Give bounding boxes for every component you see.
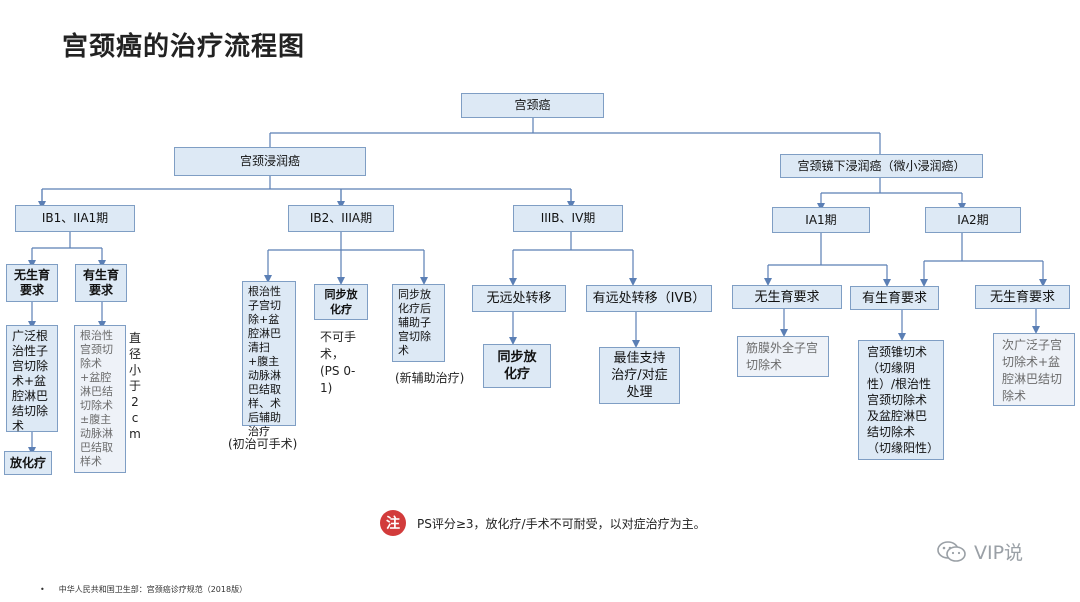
node-no-fertility-ia1: 无生育要求 <box>732 285 842 309</box>
watermark: VIP说 <box>936 538 1023 565</box>
node-radical-hysterectomy-lymph: 根治性子宫切除+盆腔淋巴清扫+腹主动脉淋巴结取样、术后辅助治疗 <box>242 281 296 438</box>
node-invasive: 宫颈浸润癌 <box>174 147 366 176</box>
node-conization: 宫颈锥切术（切缘阴性）/根治性宫颈切除术及盆腔淋巴结切除术（切缘阳性） <box>858 340 944 460</box>
node-fertility-ia: 有生育要求 <box>850 286 939 310</box>
node-radical-trachelectomy: 根治性宫颈切除术+盆腔淋巴结切除术±腹主动脉淋巴结取样术 <box>74 325 126 473</box>
note-inoperable: 不可手术，(PS 0-1) <box>320 330 357 395</box>
node-stage-ib2: IB2、IIIA期 <box>288 205 394 232</box>
node-stage-ia2: IA2期 <box>925 207 1021 233</box>
node-best-supportive-care: 最佳支持治疗/对症处理 <box>599 347 680 404</box>
footer-text: 中华人民共和国卫生部：宫颈癌诊疗规范（2018版） <box>58 585 248 594</box>
note-neoadjuvant: (新辅助治疗) <box>395 371 465 385</box>
node-cervical-cancer: 宫颈癌 <box>461 93 604 118</box>
node-subradical-hysterectomy: 次广泛子宫切除术+盆腔淋巴结切除术 <box>993 333 1075 406</box>
note-icon: 注 <box>380 510 406 536</box>
node-distant-mets: 有远处转移（IVB） <box>586 285 712 312</box>
node-chemoradiation-ib1: 放化疗 <box>4 451 52 475</box>
node-concurrent-chemoradiation-iiib: 同步放化疗 <box>483 344 551 388</box>
ps-note-text: PS评分≥3，放化疗/手术不可耐受，以对症治疗为主。 <box>417 517 706 531</box>
node-stage-iiib: IIIB、IV期 <box>513 205 623 232</box>
node-no-distant-mets: 无远处转移 <box>472 285 566 312</box>
node-fertility-ib1: 有生育要求 <box>75 264 127 302</box>
node-concurrent-chemoradiation-ib2: 同步放化疗 <box>314 284 368 320</box>
node-microinvasive: 宫颈镜下浸润癌（微小浸润癌） <box>780 154 983 178</box>
watermark-text: VIP说 <box>974 542 1024 564</box>
node-neoadjuvant-hysterectomy: 同步放化疗后辅助子宫切除术 <box>392 284 445 362</box>
node-extrafascial-hysterectomy: 筋膜外全子宫切除术 <box>737 336 829 377</box>
bullet-icon: • <box>40 585 45 594</box>
size-note: 直径小于2cm <box>128 331 141 441</box>
page-title: 宫颈癌的治疗流程图 <box>62 32 306 62</box>
note-initial-operable: (初治可手术) <box>228 437 298 451</box>
wechat-icon <box>936 540 968 564</box>
node-no-fertility-ib1: 无生育要求 <box>6 264 58 302</box>
node-stage-ib1: IB1、IIA1期 <box>15 205 135 232</box>
node-radical-hysterectomy: 广泛根治性子宫切除术+盆腔淋巴结切除术 <box>6 325 58 433</box>
footer-citation: • 中华人民共和国卫生部：宫颈癌诊疗规范（2018版） <box>40 584 247 595</box>
node-stage-ia1: IA1期 <box>772 207 870 233</box>
node-no-fertility-ia2: 无生育要求 <box>975 285 1070 309</box>
